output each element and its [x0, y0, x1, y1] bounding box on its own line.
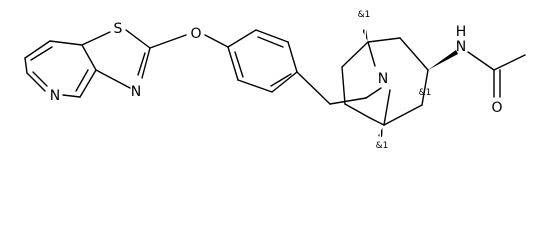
sulfur-atom: S: [114, 21, 123, 37]
pyridine-nitrogen-atom: N: [50, 88, 60, 104]
bridge-nitrogen-atom: N: [378, 71, 388, 87]
stereo-label-right: &1: [419, 88, 432, 98]
bond-lines: [24, 29, 526, 126]
ether-oxygen-atom: O: [190, 26, 201, 42]
stereo-label-bottom: &1: [376, 141, 389, 151]
thiazole-nitrogen-atom: N: [131, 84, 141, 100]
stereo-label-top: &1: [358, 10, 371, 20]
carbonyl-oxygen-atom: O: [491, 100, 502, 116]
stereo-labels: &1 &1 &1: [358, 10, 432, 151]
hash-bond-bottom: [378, 125, 384, 137]
structure-canvas: S O N N N N H O &1 &1 &1: [24, 10, 526, 151]
amide-hydrogen-atom: H: [456, 24, 467, 40]
chemical-structure: S O N N N N H O &1 &1 &1: [24, 10, 526, 151]
hash-bond-top: [362, 29, 368, 42]
amide-nitrogen-atom: N: [456, 39, 466, 55]
atom-labels: S O N N N N H O: [50, 21, 503, 116]
wedge-bond: [428, 50, 458, 70]
